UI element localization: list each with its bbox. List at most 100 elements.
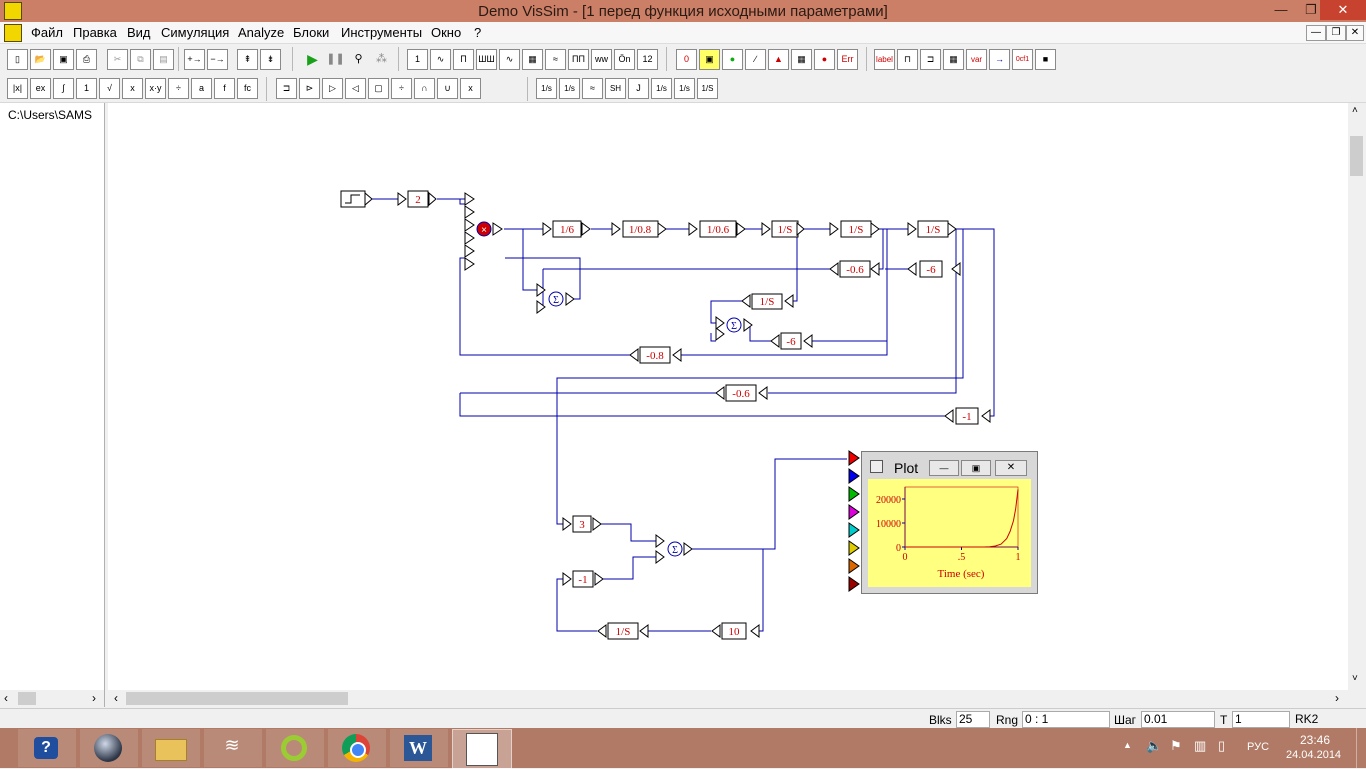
menu-view[interactable]: Вид — [127, 25, 151, 40]
clock-date[interactable]: 24.04.2014 — [1286, 749, 1342, 761]
gain-block[interactable]: -6 — [770, 332, 813, 350]
stop-block-button[interactable]: ● — [814, 49, 835, 70]
sample-hold-button[interactable]: SH — [605, 78, 626, 99]
mdi-close-button[interactable]: ✕ — [1346, 25, 1364, 41]
step-block-button[interactable]: Π — [453, 49, 474, 70]
or-block-button[interactable]: ∪ — [437, 78, 458, 99]
print-icon[interactable]: ⎙ — [76, 49, 97, 70]
scroll-right-icon[interactable]: › — [1335, 691, 1339, 705]
page-down-button[interactable]: ⇟ — [260, 49, 281, 70]
save-icon[interactable]: ▣ — [53, 49, 74, 70]
copy-icon[interactable]: ⧉ — [130, 49, 151, 70]
label-block-button[interactable]: label — [874, 49, 895, 70]
integrator-block[interactable]: 1/S — [597, 622, 649, 640]
menu-blocks[interactable]: Блоки — [293, 25, 330, 40]
variable-block-button[interactable]: var — [966, 49, 987, 70]
jacobian-button[interactable]: J — [628, 78, 649, 99]
light-block-button[interactable]: ● — [722, 49, 743, 70]
new-icon[interactable]: ▯ — [7, 49, 28, 70]
noise-block-button[interactable]: ≈ — [545, 49, 566, 70]
maximize-button[interactable]: ❐ — [1305, 2, 1317, 17]
plot-minimize-button[interactable]: — — [929, 460, 959, 476]
language-indicator[interactable]: РУС — [1247, 741, 1270, 753]
chrome-icon[interactable] — [328, 729, 386, 767]
compound-button[interactable]: ▦ — [943, 49, 964, 70]
divide-block-button[interactable]: ÷ — [168, 78, 189, 99]
gain-block[interactable]: -6 — [907, 260, 961, 278]
state-space-button[interactable]: 1/S — [697, 78, 718, 99]
integral-block-button[interactable]: ∫ — [53, 78, 74, 99]
gain-block[interactable]: 2 — [397, 190, 437, 208]
wave-block-button[interactable]: ∿ — [499, 49, 520, 70]
volume-icon[interactable]: 🔈 — [1146, 738, 1163, 753]
summer-block[interactable]: Σ — [536, 283, 575, 314]
pause-icon[interactable]: ❚❚ — [326, 53, 345, 65]
minimize-button[interactable]: — — [1274, 2, 1288, 17]
arith-block-button[interactable]: a — [191, 78, 212, 99]
grid-block-button[interactable]: ▦ — [522, 49, 543, 70]
lt-block-button[interactable]: ◁ — [345, 78, 366, 99]
battery-icon[interactable]: ▯ — [1218, 738, 1226, 753]
gain-block[interactable]: -0.8 — [629, 346, 682, 364]
integrator-button[interactable]: 1/s — [559, 78, 580, 99]
table-button[interactable]: ▦ — [791, 49, 812, 70]
delay-button[interactable]: ≈ — [582, 78, 603, 99]
step-icon[interactable]: ⚲ — [354, 53, 363, 65]
scroll-thumb[interactable] — [18, 692, 36, 705]
sine-block-button[interactable]: ∿ — [430, 49, 451, 70]
gain-block[interactable]: 1/0.8 — [611, 220, 667, 238]
scroll-down-icon[interactable]: ˅ — [1352, 673, 1358, 684]
gt-block-button[interactable]: ⊳ — [299, 78, 320, 99]
histogram-button[interactable]: ▲ — [768, 49, 789, 70]
scroll-thumb[interactable] — [126, 692, 348, 705]
remove-input-button[interactable]: −→ — [207, 49, 228, 70]
sqrt-block-button[interactable]: √ — [99, 78, 120, 99]
word-icon[interactable]: W — [390, 729, 448, 767]
step-source-block[interactable] — [340, 190, 373, 208]
plot-block-button[interactable]: ▣ — [699, 49, 720, 70]
mdi-restore-button[interactable]: ❐ — [1326, 25, 1346, 41]
continue-icon[interactable]: ⁂ — [376, 53, 387, 65]
summer-block[interactable]: Σ — [715, 316, 753, 341]
limited-int-button[interactable]: 1/s — [651, 78, 672, 99]
sync-icon[interactable] — [266, 729, 324, 767]
and-block-button[interactable]: ∩ — [414, 78, 435, 99]
add-input-button[interactable]: +→ — [184, 49, 205, 70]
gain-block[interactable]: 10 — [711, 622, 760, 640]
app-icon[interactable] — [4, 2, 22, 20]
gain-block[interactable]: 3 — [562, 515, 602, 533]
plot-input-ports[interactable] — [848, 450, 860, 592]
display-block-button[interactable]: 12 — [637, 49, 658, 70]
gain-block[interactable]: -0.6 — [829, 260, 880, 278]
summer-block[interactable]: Σ — [655, 534, 693, 564]
buffer-block-button[interactable]: ▷ — [322, 78, 343, 99]
open-icon[interactable]: 📂 — [30, 49, 51, 70]
transfer-fn-button[interactable]: 1/s — [536, 78, 557, 99]
menu-file[interactable]: Файл — [31, 25, 63, 40]
scroll-left-icon[interactable]: ‹ — [4, 691, 8, 705]
show-desktop-button[interactable] — [1356, 728, 1366, 768]
menu-simulation[interactable]: Симуляция — [161, 25, 230, 40]
scroll-thumb[interactable] — [1350, 136, 1363, 176]
integrator-block[interactable]: 1/S — [907, 220, 957, 238]
scroll-right-icon[interactable]: › — [92, 691, 96, 705]
run-icon[interactable]: ▶ — [307, 51, 318, 67]
scroll-left-icon[interactable]: ‹ — [114, 691, 118, 705]
paste-icon[interactable]: ▤ — [153, 49, 174, 70]
explorer-icon[interactable] — [142, 729, 200, 767]
integrator-block[interactable]: 1/S — [829, 220, 880, 238]
close-button[interactable]: ✕ — [1320, 0, 1366, 20]
menu-help[interactable]: ? — [474, 25, 482, 40]
tray-expand-icon[interactable]: ▲ — [1123, 740, 1132, 750]
wire-button[interactable]: → — [989, 49, 1010, 70]
one-block-button[interactable]: 1 — [76, 78, 97, 99]
div-block-button[interactable]: ÷ — [391, 78, 412, 99]
menu-window[interactable]: Окно — [431, 25, 462, 40]
tree-horizontal-scrollbar[interactable]: ‹ › — [0, 690, 104, 707]
network-icon[interactable]: ▥ — [1194, 738, 1207, 753]
reset-int-button[interactable]: 1/s — [674, 78, 695, 99]
page-up-button[interactable]: ⇞ — [237, 49, 258, 70]
xy-plot-button[interactable]: ∕ — [745, 49, 766, 70]
color-button[interactable]: ■ — [1035, 49, 1056, 70]
help-icon[interactable]: ? — [18, 729, 76, 767]
